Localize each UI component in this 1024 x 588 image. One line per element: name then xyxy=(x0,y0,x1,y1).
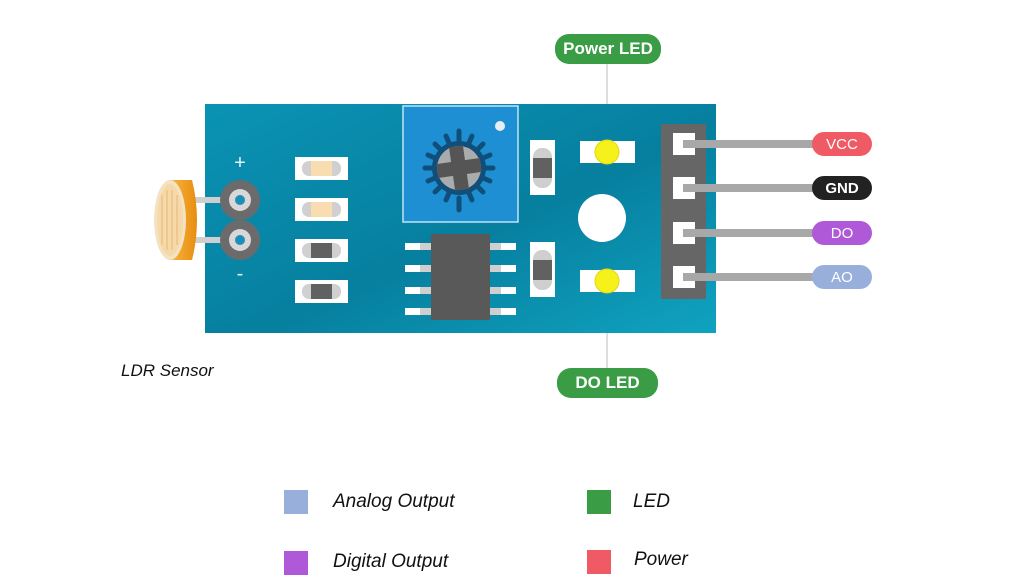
legend-label-analog-output: Analog Output xyxy=(333,491,455,512)
plus-marking: + xyxy=(234,152,246,174)
power-led-label: Power LED xyxy=(555,34,661,64)
pin-label-gnd: GND xyxy=(812,176,872,200)
ldr-lead-top xyxy=(195,197,240,203)
ldr-photoresistor-icon xyxy=(154,180,197,260)
potentiometer-icon xyxy=(402,105,519,223)
do-led xyxy=(580,268,635,294)
legend-swatch-power xyxy=(587,550,611,574)
board-caption: LDR Sensor xyxy=(121,361,214,380)
pin-label-vcc: VCC xyxy=(812,132,872,156)
pin-wires xyxy=(683,140,818,281)
smd-resistor xyxy=(295,157,348,180)
pin-label-do: DO xyxy=(812,221,872,245)
ldr-lead-bottom xyxy=(195,237,240,243)
smd-capacitor xyxy=(295,280,348,303)
smd-resistor xyxy=(295,198,348,221)
smd-capacitor xyxy=(295,239,348,262)
legend-swatch-digital-output xyxy=(284,551,308,575)
legend-label-led: LED xyxy=(633,491,670,512)
pin-label-ao: AO xyxy=(812,265,872,289)
ldr-module-diagram: + - xyxy=(154,62,818,372)
smd-resistor-vertical xyxy=(530,140,555,195)
legend-swatch-led xyxy=(587,490,611,514)
do-led-label: DO LED xyxy=(557,368,658,398)
power-led xyxy=(580,139,635,165)
ldr-pads xyxy=(220,180,260,260)
ic-chip xyxy=(405,234,516,320)
legend-label-digital-output: Digital Output xyxy=(333,551,449,572)
minus-marking: - xyxy=(237,263,244,285)
legend-swatch-analog-output xyxy=(284,490,308,514)
smd-resistor-vertical xyxy=(530,242,555,297)
mounting-hole xyxy=(578,194,626,242)
legend-label-power: Power xyxy=(634,549,688,570)
